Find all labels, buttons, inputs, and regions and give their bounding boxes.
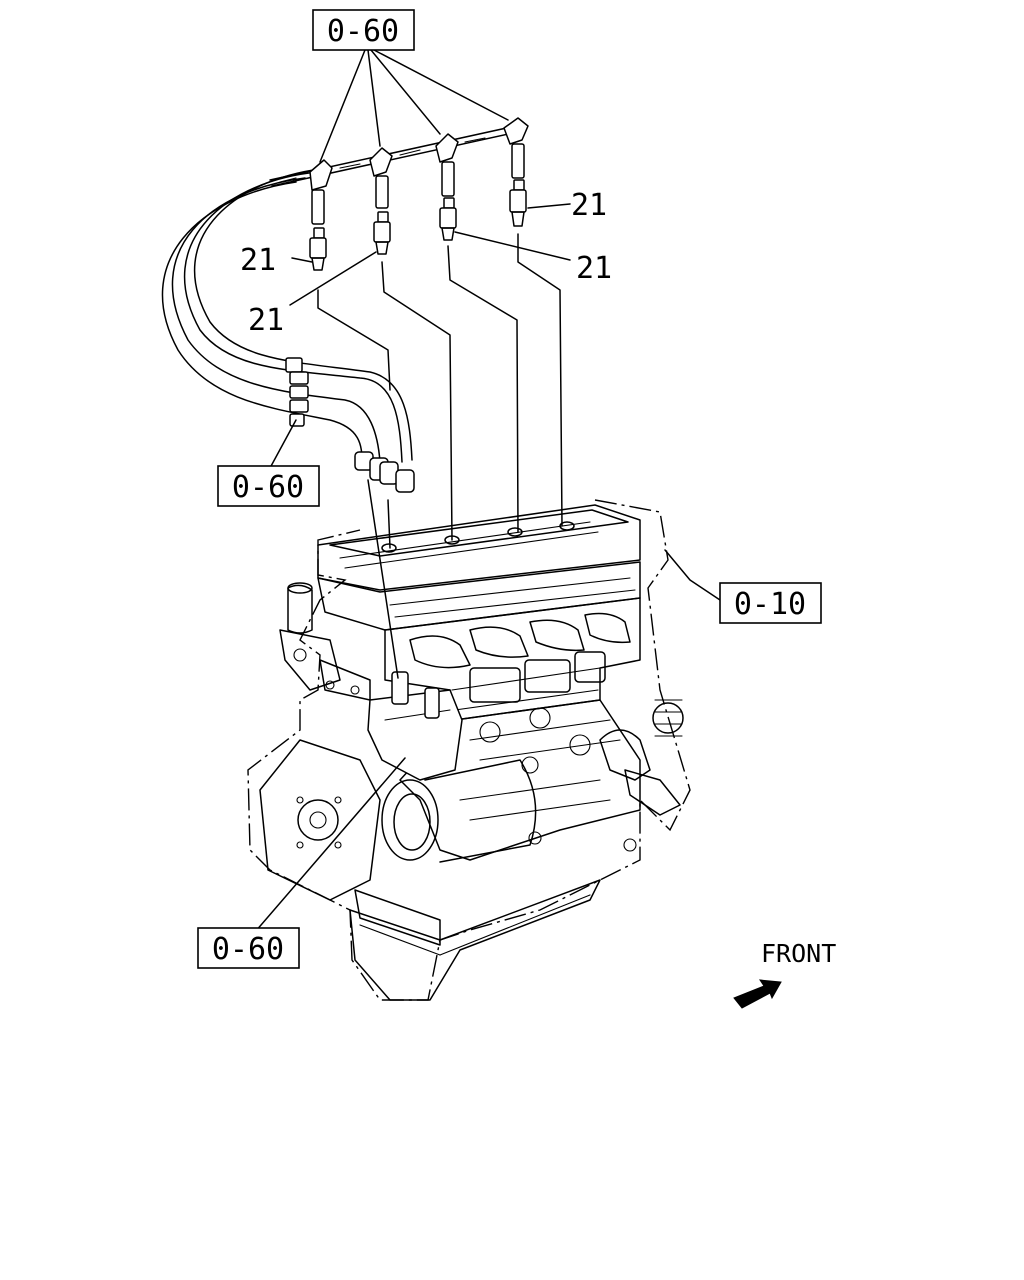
front-direction-indicator: FRONT <box>733 939 836 1009</box>
part-number-plug-center-right: 21 <box>576 251 612 286</box>
spark-plug-3 <box>435 133 459 241</box>
ref-label-top: 0-60 <box>327 14 399 49</box>
engine-assembly-drawing <box>247 499 691 1001</box>
spark-plug-cables <box>161 124 523 493</box>
spark-plugs <box>309 117 529 271</box>
ref-box-clamp: 0-60 <box>217 465 320 507</box>
spark-plug-1 <box>309 159 333 271</box>
cable-clamp <box>285 357 309 427</box>
part-number-plug-center-left: 21 <box>248 303 284 338</box>
part-number-plug-left: 21 <box>240 243 276 278</box>
front-arrow-icon <box>733 979 782 1009</box>
ref-box-coil: 0-60 <box>197 927 300 969</box>
ref-label-engine: 0-10 <box>734 587 806 622</box>
spark-plug-4 <box>503 117 529 227</box>
ref-box-top: 0-60 <box>312 9 415 51</box>
ref-label-clamp: 0-60 <box>232 470 304 505</box>
spark-plug-2 <box>369 147 393 255</box>
ref-box-engine: 0-10 <box>719 582 822 624</box>
front-label: FRONT <box>761 939 836 968</box>
leader-lines <box>254 49 721 933</box>
part-number-plug-right: 21 <box>571 188 607 223</box>
ref-label-coil: 0-60 <box>212 932 284 967</box>
installation-guide-lines <box>317 233 563 679</box>
